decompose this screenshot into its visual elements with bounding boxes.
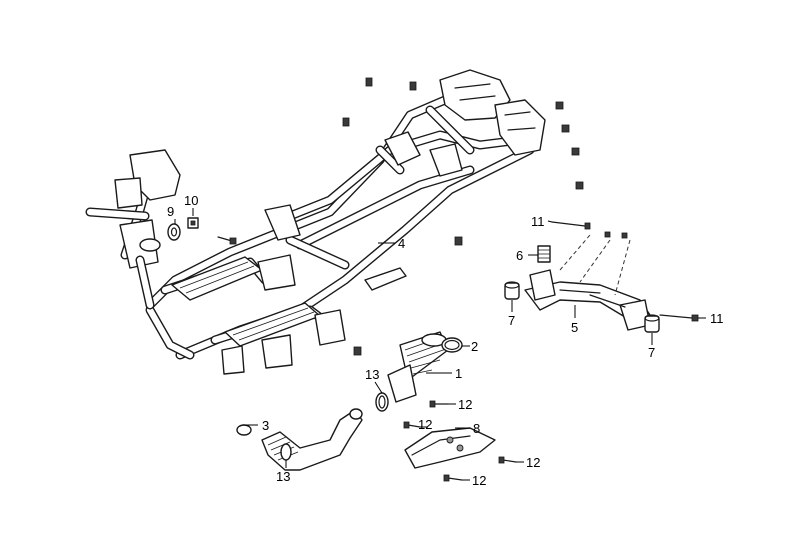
- callout-2: 2: [471, 339, 478, 354]
- callout-11b: 11: [710, 311, 724, 326]
- callout-8: 8: [473, 421, 480, 436]
- callout-12a: 12: [458, 397, 472, 412]
- callout-10: 10: [184, 193, 198, 208]
- part-9-washer: [167, 223, 181, 241]
- callout-13a: 13: [365, 367, 379, 382]
- callout-13b: 13: [276, 469, 290, 484]
- callout-5: 5: [571, 320, 578, 335]
- main-frame: [85, 69, 584, 375]
- callout-9: 9: [167, 204, 174, 219]
- part-10-nut: [187, 217, 199, 229]
- part-3-intake-tube: [236, 408, 363, 471]
- callout-12c: 12: [526, 455, 540, 470]
- callout-12b: 12: [418, 417, 432, 432]
- callout-3: 3: [262, 418, 269, 433]
- part-8-skid-plate: [404, 427, 496, 469]
- callout-1: 1: [455, 366, 462, 381]
- callout-11a: 11: [531, 214, 545, 229]
- callout-4: 4: [398, 236, 405, 251]
- part-7-bushings: [504, 281, 660, 333]
- part-13-clamp-upper: [375, 392, 389, 412]
- part-6-spring: [537, 245, 551, 263]
- callout-7b: 7: [648, 345, 655, 360]
- part-11-bolts: [551, 221, 699, 322]
- callout-labels: 1 2 3 4 5 6 7 7 8 9 10 11 11 12 12 12 12…: [167, 193, 724, 488]
- part-1-air-duct: [387, 331, 449, 403]
- callout-12d: 12: [472, 473, 486, 488]
- part-12-screws: [403, 400, 517, 482]
- callout-7a: 7: [508, 313, 515, 328]
- callout-6: 6: [516, 248, 523, 263]
- part-2-clamp: [441, 337, 463, 353]
- leader-lines: [174, 208, 706, 481]
- part-5-stand: [524, 234, 651, 331]
